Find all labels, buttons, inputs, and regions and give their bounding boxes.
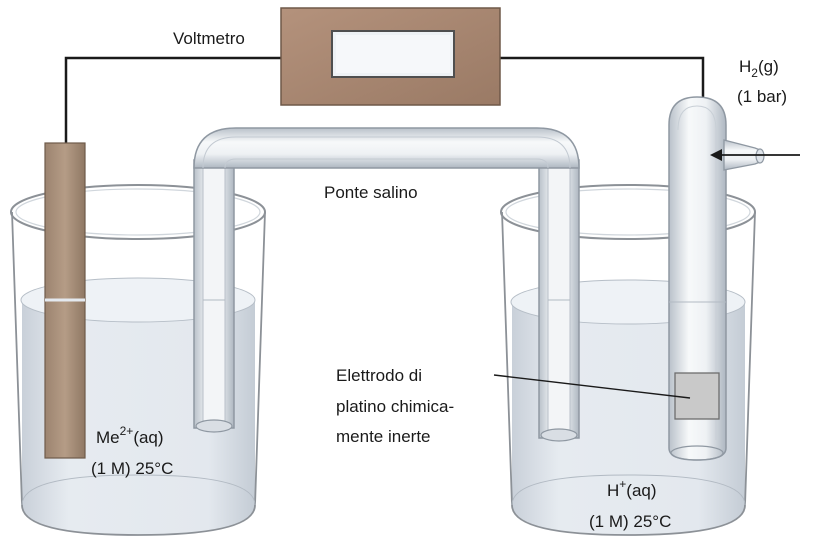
salt-bridge-label: Ponte salino — [324, 183, 418, 202]
electrode-label-line-2: platino chimica- — [336, 397, 454, 416]
hydrogen-electrode-tube — [668, 96, 765, 461]
electrode-pointer-line — [493, 374, 691, 399]
platinum-electrode — [674, 372, 720, 420]
hydrogen-inflow-arrow — [710, 149, 800, 161]
electrode-label-line-1: Elettrodo di — [336, 366, 422, 385]
right-solution-label: H+(aq) — [607, 477, 657, 500]
metal-electrode — [44, 142, 86, 459]
voltmeter — [280, 7, 501, 106]
hydrogen-pressure-label: (1 bar) — [737, 87, 787, 106]
left-solution-label: Me2+(aq) — [96, 424, 164, 447]
electrode-label-line-3: mente inerte — [336, 427, 431, 446]
voltmeter-label: Voltmetro — [173, 29, 245, 48]
right-solution-conditions: (1 M) 25°C — [589, 512, 671, 531]
salt-bridge-tube — [193, 127, 580, 442]
hydrogen-gas-label: H2(g) — [739, 57, 779, 80]
left-solution-conditions: (1 M) 25°C — [91, 459, 173, 478]
